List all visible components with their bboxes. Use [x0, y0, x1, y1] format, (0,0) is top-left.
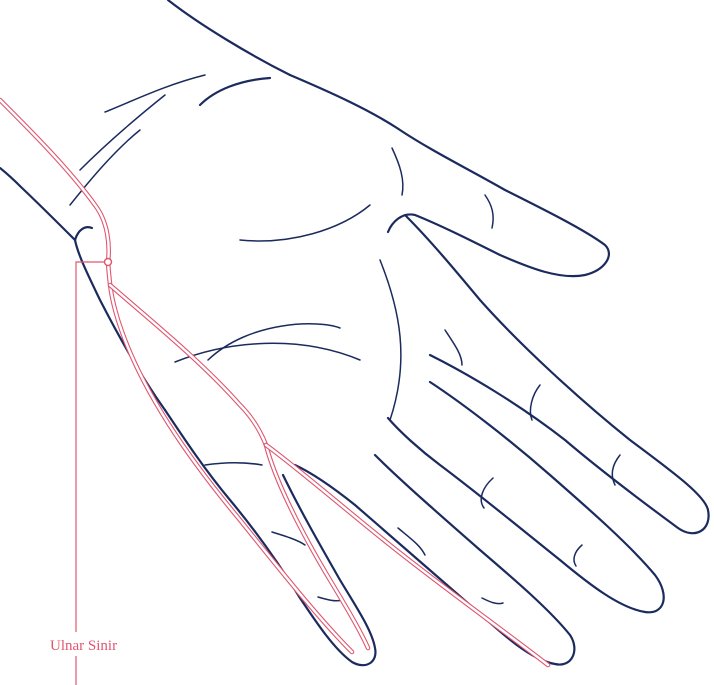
wrist-crease-2 [70, 130, 140, 205]
forearm-lower-edge [0, 168, 75, 240]
wrist-line [75, 227, 92, 240]
thumb-joint-crease [485, 195, 493, 228]
label-leader [76, 262, 104, 685]
leader-line [76, 262, 104, 632]
palm-crease-small-1 [392, 148, 403, 195]
hand-outline [0, 0, 709, 665]
head-line [208, 324, 340, 360]
hypothenar-crease [205, 463, 262, 465]
middle-joint-2 [574, 545, 582, 566]
heart-line [175, 343, 360, 362]
wrist-crease-3 [105, 75, 205, 112]
thumb-outline [290, 75, 609, 276]
ulnar-nerve [0, 100, 548, 665]
ring-joint-1 [398, 528, 425, 555]
forearm-top-edge [168, 0, 290, 75]
palm-inner-curve [200, 78, 270, 105]
ulnar-nerve-label: Ulnar Sinir [50, 638, 117, 655]
wrist-crease-1 [80, 95, 165, 170]
palm-creases [70, 75, 620, 604]
nerve-little-finger-branch [108, 262, 352, 652]
nerve-marker [105, 259, 112, 266]
palm-crease-small-2 [445, 330, 462, 365]
ring-joint-2 [482, 598, 503, 604]
thumb-base-to-index [405, 215, 709, 533]
life-line [380, 260, 401, 420]
little-joint-1 [272, 532, 305, 545]
thenar-crease [240, 205, 370, 241]
